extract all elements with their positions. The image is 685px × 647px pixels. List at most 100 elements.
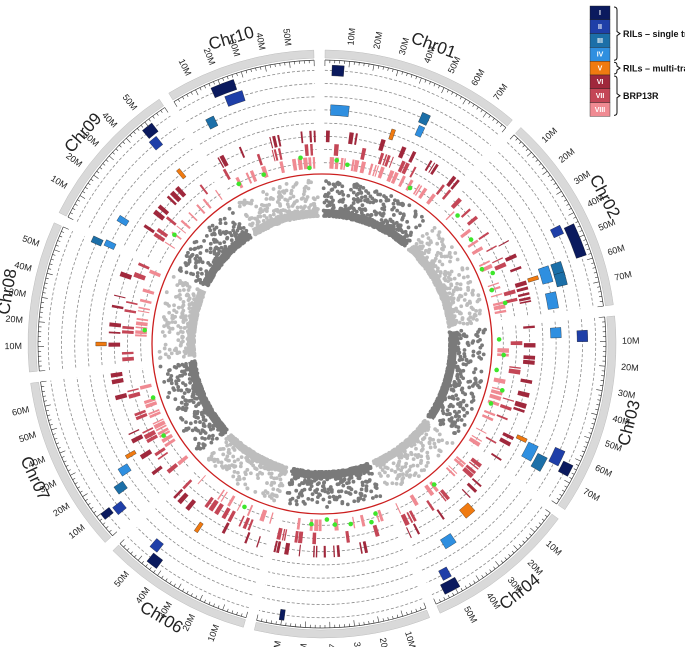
snp-point <box>176 338 181 342</box>
brp-bar <box>111 378 124 385</box>
brp-bar <box>227 510 236 523</box>
snp-point <box>258 214 263 219</box>
snp-point <box>445 254 450 259</box>
brp-bar <box>514 400 527 409</box>
tick-mark <box>90 506 94 510</box>
legend-group-label: RILs – multi-trait <box>623 63 685 73</box>
snp-point <box>476 351 480 356</box>
snp-point <box>295 199 299 203</box>
brp-bar <box>489 393 502 401</box>
tick-mark <box>102 163 106 166</box>
snp-point <box>457 273 461 277</box>
snp-point <box>186 250 190 255</box>
snp-point <box>192 409 197 414</box>
snp-point <box>353 197 357 202</box>
tick-mark <box>102 522 106 525</box>
tick-mark <box>575 221 579 224</box>
snp-point <box>458 287 463 291</box>
brp-bar <box>522 359 535 365</box>
snp-point <box>198 251 203 255</box>
snp-point <box>194 239 199 244</box>
chromosome-segment <box>30 381 112 543</box>
snp-point <box>436 439 441 444</box>
snp-point <box>478 308 482 313</box>
legend-numeral: IV <box>597 52 604 59</box>
brp-bar <box>177 492 189 505</box>
snp-point <box>170 320 175 324</box>
snp-band <box>225 433 289 475</box>
tick-mark <box>593 271 597 274</box>
snp-point <box>230 463 234 468</box>
brp-bar <box>491 452 502 461</box>
snp-point <box>182 326 187 330</box>
snp-point <box>460 267 465 272</box>
snp-point <box>378 192 383 197</box>
snp-point <box>208 250 213 255</box>
brp-bar <box>487 282 500 288</box>
brp-bar <box>208 499 219 512</box>
qtl-interval <box>515 434 528 443</box>
snp-point <box>218 447 222 452</box>
tick-label: 60M <box>594 463 614 479</box>
brp-bar <box>176 225 187 234</box>
snp-point <box>231 454 236 459</box>
snp-point <box>403 229 408 234</box>
tick-mark <box>392 68 394 73</box>
snp-point <box>369 213 374 217</box>
snp-point <box>195 254 199 258</box>
snp-point <box>225 443 230 448</box>
brp-bar <box>157 204 170 216</box>
tick-mark <box>568 208 572 210</box>
qtl-interval <box>90 235 104 247</box>
snp-point <box>184 253 189 258</box>
chromosome-ideogram <box>27 49 617 639</box>
tick-mark <box>410 74 413 78</box>
snp-point <box>187 258 192 263</box>
brp-bar <box>496 414 508 421</box>
snp-point <box>464 362 468 367</box>
brp-bar <box>378 138 386 152</box>
qtl-interval <box>148 136 164 151</box>
snp-point <box>461 376 466 381</box>
snp-point <box>359 487 364 492</box>
snp-point <box>181 354 186 359</box>
snp-point <box>392 205 396 210</box>
snp-point <box>453 384 458 389</box>
tick-mark <box>39 370 46 372</box>
snp-point <box>463 292 468 296</box>
snp-point <box>295 205 300 210</box>
snp-point <box>344 490 348 495</box>
tick-mark <box>43 400 47 402</box>
tick-mark <box>504 557 507 560</box>
tick-mark <box>571 472 575 475</box>
tick-mark <box>217 605 220 609</box>
tick-mark <box>112 531 118 536</box>
snp-point <box>403 464 408 469</box>
snp-point <box>386 198 391 203</box>
brp-bar <box>315 545 318 558</box>
track-guide-ring <box>264 573 413 592</box>
snp-point <box>173 397 178 402</box>
tick-mark <box>274 63 276 67</box>
brp-bar <box>502 397 515 402</box>
brp-bar <box>509 366 521 369</box>
snp-point <box>337 181 342 186</box>
snp-point <box>167 330 172 335</box>
tick-mark <box>433 598 437 605</box>
track-guide-ring <box>324 122 466 176</box>
tick-mark <box>122 141 126 144</box>
tick-mark <box>518 544 522 547</box>
snp-band <box>186 288 207 357</box>
snp-point <box>180 334 185 339</box>
tick-mark <box>556 186 559 190</box>
brp-bar <box>153 209 166 221</box>
tick-mark <box>269 64 271 68</box>
snp-point <box>220 464 224 468</box>
tick-label: 30M <box>8 286 27 299</box>
snp-point <box>210 451 215 456</box>
brp-bar <box>505 297 518 304</box>
significant-snp <box>468 237 474 242</box>
tick-mark <box>63 460 67 463</box>
tick-mark <box>222 77 224 81</box>
snp-point <box>389 468 394 473</box>
